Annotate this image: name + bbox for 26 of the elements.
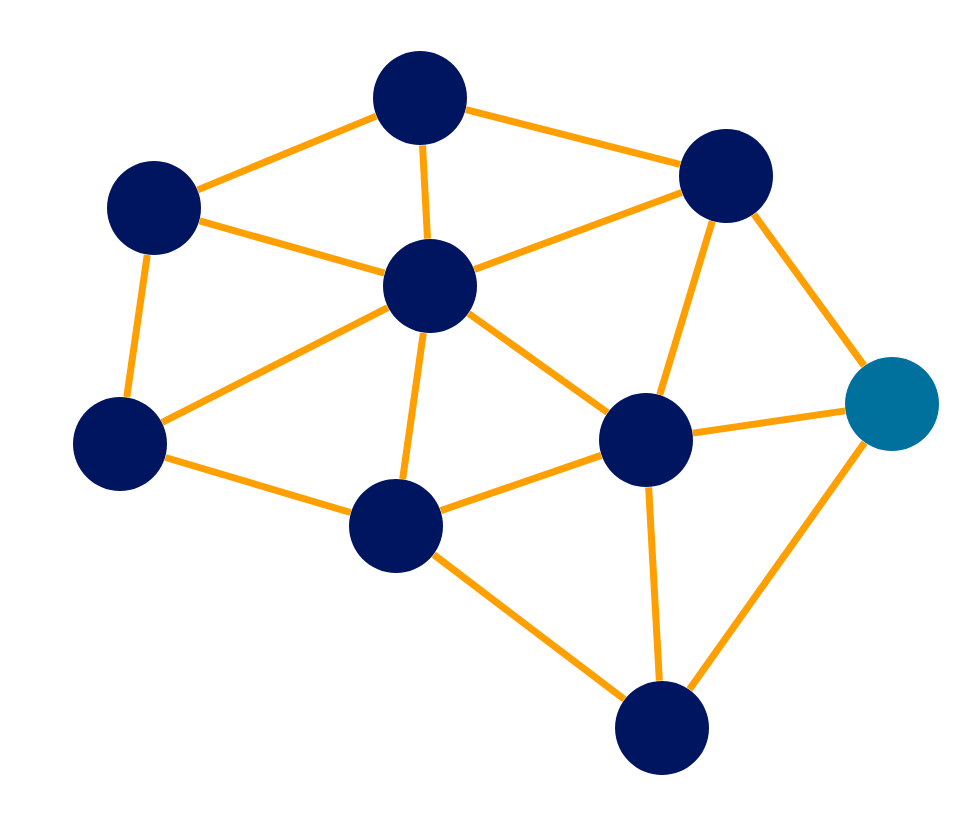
edge-line [439,452,603,514]
graph-node [373,51,467,145]
graph-node [845,357,939,451]
edge-line [686,440,868,692]
graph-node [349,479,443,573]
graph-node [73,397,167,491]
graph-node [599,393,693,487]
edge-line [692,407,846,437]
edge-line [473,189,683,273]
edge-line [164,454,352,516]
edge-line [419,145,431,239]
graph-node [107,161,201,255]
edge-line [465,106,681,168]
edge-line [196,112,378,194]
edge-line [656,220,716,396]
graph-node [383,239,477,333]
graph-node [679,129,773,223]
edge-line [466,310,610,416]
edge-line [645,487,663,681]
edge-line [431,551,627,703]
edge-line [198,217,386,277]
edge-line [123,254,151,398]
edge-line [751,212,867,368]
edge-line [160,304,390,426]
edge-line [399,332,427,480]
graph-node [615,681,709,775]
